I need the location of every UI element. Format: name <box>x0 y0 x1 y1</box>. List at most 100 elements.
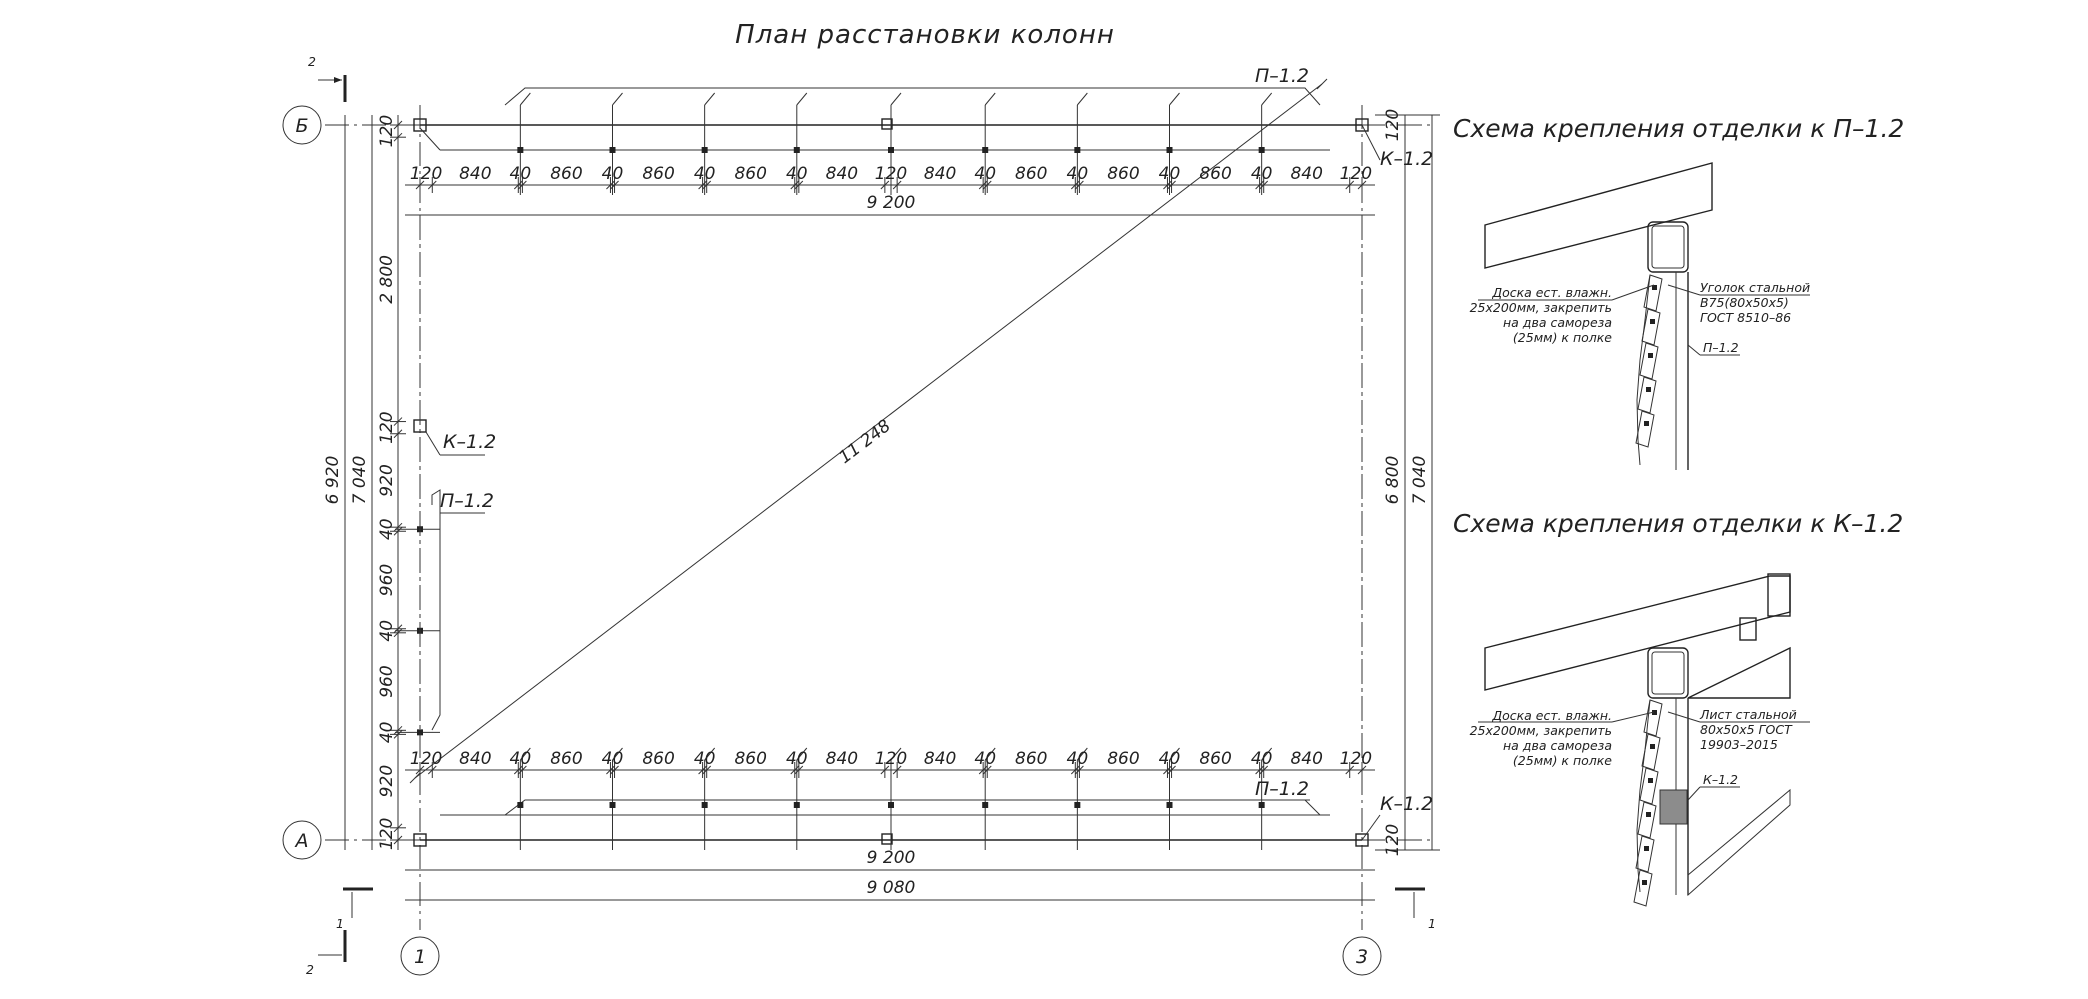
dim-slash <box>415 765 425 775</box>
purlin-post-lead <box>519 747 531 761</box>
label-beam-top: П–1.2 <box>1250 65 1309 89</box>
cladding-board <box>1635 410 1655 448</box>
dim-label: 40 <box>602 164 624 184</box>
right-outer-2-dim: 7 040 <box>1410 456 1430 505</box>
svg-text:3: 3 <box>1356 946 1368 968</box>
cladding-board <box>1643 699 1663 737</box>
dim-label: 120 <box>410 749 442 769</box>
beam-left <box>431 489 441 731</box>
svg-text:Доска ест. влажн.: Доска ест. влажн. <box>1491 708 1612 723</box>
svg-text:К–1.2: К–1.2 <box>1380 793 1433 815</box>
dim-slash <box>427 180 437 190</box>
cladding-board <box>1641 308 1661 346</box>
dim-slash <box>790 765 800 775</box>
dim-label: 840 <box>459 164 491 184</box>
dim-slash <box>393 132 403 142</box>
label-column-left: К–1.2 <box>425 431 496 456</box>
cladding-board <box>1635 835 1655 873</box>
screw-mark <box>1648 778 1653 783</box>
label-beam-left: П–1.2 <box>440 490 494 514</box>
svg-text:2: 2 <box>306 962 314 977</box>
dim-slash <box>982 765 992 775</box>
purlin-post-lead <box>612 92 623 106</box>
svg-text:25x200мм, закрепить: 25x200мм, закрепить <box>1470 300 1612 315</box>
svg-text:19903–2015: 19903–2015 <box>1700 737 1778 752</box>
svg-text:В75(80x50x5): В75(80x50x5) <box>1700 295 1789 310</box>
dim-slash <box>427 765 437 775</box>
purlin-post-lead <box>1169 747 1180 761</box>
dim-label: 840 <box>1290 749 1322 769</box>
dim-slash <box>982 180 992 190</box>
dim-label: 860 <box>734 749 766 769</box>
purlin-post-lead <box>984 92 996 106</box>
dim-label: 120 <box>377 818 397 850</box>
svg-text:Доска ест. влажн.: Доска ест. влажн. <box>1491 285 1612 300</box>
purlin-post-mark <box>982 147 989 153</box>
dim-label: 840 <box>924 749 956 769</box>
dim-label: 840 <box>826 164 858 184</box>
dim-label: 120 <box>875 749 907 769</box>
axis-bubble-1: 1 <box>400 936 440 976</box>
dim-slash <box>393 429 403 439</box>
column-top-mid <box>881 118 893 130</box>
dim-slash <box>610 180 619 190</box>
dim-label: 40 <box>510 749 532 769</box>
cladding-board <box>1633 869 1653 907</box>
dim-label: 40 <box>694 164 716 184</box>
dim-slash <box>393 823 403 833</box>
dim-label: 40 <box>694 749 716 769</box>
purlin-post-mark <box>517 802 524 808</box>
dim-label: 860 <box>550 164 582 184</box>
purlin-post-mark <box>517 147 524 153</box>
dim-label: 860 <box>1199 749 1231 769</box>
dim-slash <box>794 180 804 190</box>
dim-slash <box>393 120 403 130</box>
dim-slash <box>1070 765 1080 775</box>
label-column-bottom: К–1.2 <box>1361 793 1433 841</box>
purlin-post-lead <box>796 747 808 761</box>
cladding-board <box>1637 376 1657 414</box>
dim-slash <box>393 725 403 735</box>
detail-column-fixing: Схема крепления отделки к К–1.2 Доска ес… <box>1453 509 1903 907</box>
dim-label: 40 <box>974 164 996 184</box>
dim-label: 120 <box>1340 164 1372 184</box>
dim-slash <box>880 180 890 190</box>
dim-label: 840 <box>924 164 956 184</box>
purlin-post-lead <box>1261 92 1273 106</box>
section-mark-1-left: 1 2 <box>306 887 373 977</box>
dim-label: 860 <box>734 164 766 184</box>
dim-label: 920 <box>377 464 397 496</box>
dim-slash <box>393 835 403 845</box>
dim-label: 40 <box>1159 164 1181 184</box>
left-outer-2-dim: 7 040 <box>350 456 370 505</box>
svg-text:Уголок стальной: Уголок стальной <box>1700 280 1810 295</box>
dim-slash <box>513 765 523 775</box>
purlin-post-lead <box>984 747 996 761</box>
dim-label: 860 <box>1107 749 1139 769</box>
right-dimension-chain: 6 800 7 040 120 120 <box>1375 109 1440 856</box>
purlin-post-lead <box>519 92 531 106</box>
purlin-post-lead <box>1169 92 1180 106</box>
dim-label: 40 <box>377 722 397 744</box>
dim-slash <box>1255 765 1264 775</box>
right-top-small-dim: 120 <box>1383 109 1403 141</box>
dim-slash <box>393 730 403 739</box>
label-beam-bottom: П–1.2 <box>1255 778 1310 801</box>
svg-text:2: 2 <box>308 54 316 69</box>
screw-mark <box>1644 421 1649 426</box>
screw-mark <box>1652 710 1657 715</box>
purlin-post-lead <box>704 92 716 106</box>
dim-label: 860 <box>1015 164 1047 184</box>
svg-text:Лист стальной: Лист стальной <box>1699 707 1797 722</box>
cladding-board <box>1641 733 1661 771</box>
dim-label: 120 <box>1340 749 1372 769</box>
purlin-post-lead <box>1261 747 1273 761</box>
dim-slash <box>1357 180 1367 190</box>
column-bottom-mid <box>881 833 893 845</box>
dim-label: 40 <box>1067 164 1089 184</box>
dim-slash <box>794 765 804 775</box>
dim-slash <box>978 180 988 190</box>
dim-label: 860 <box>642 164 674 184</box>
dim-slash <box>1259 180 1269 190</box>
svg-text:К–1.2: К–1.2 <box>1380 148 1433 170</box>
